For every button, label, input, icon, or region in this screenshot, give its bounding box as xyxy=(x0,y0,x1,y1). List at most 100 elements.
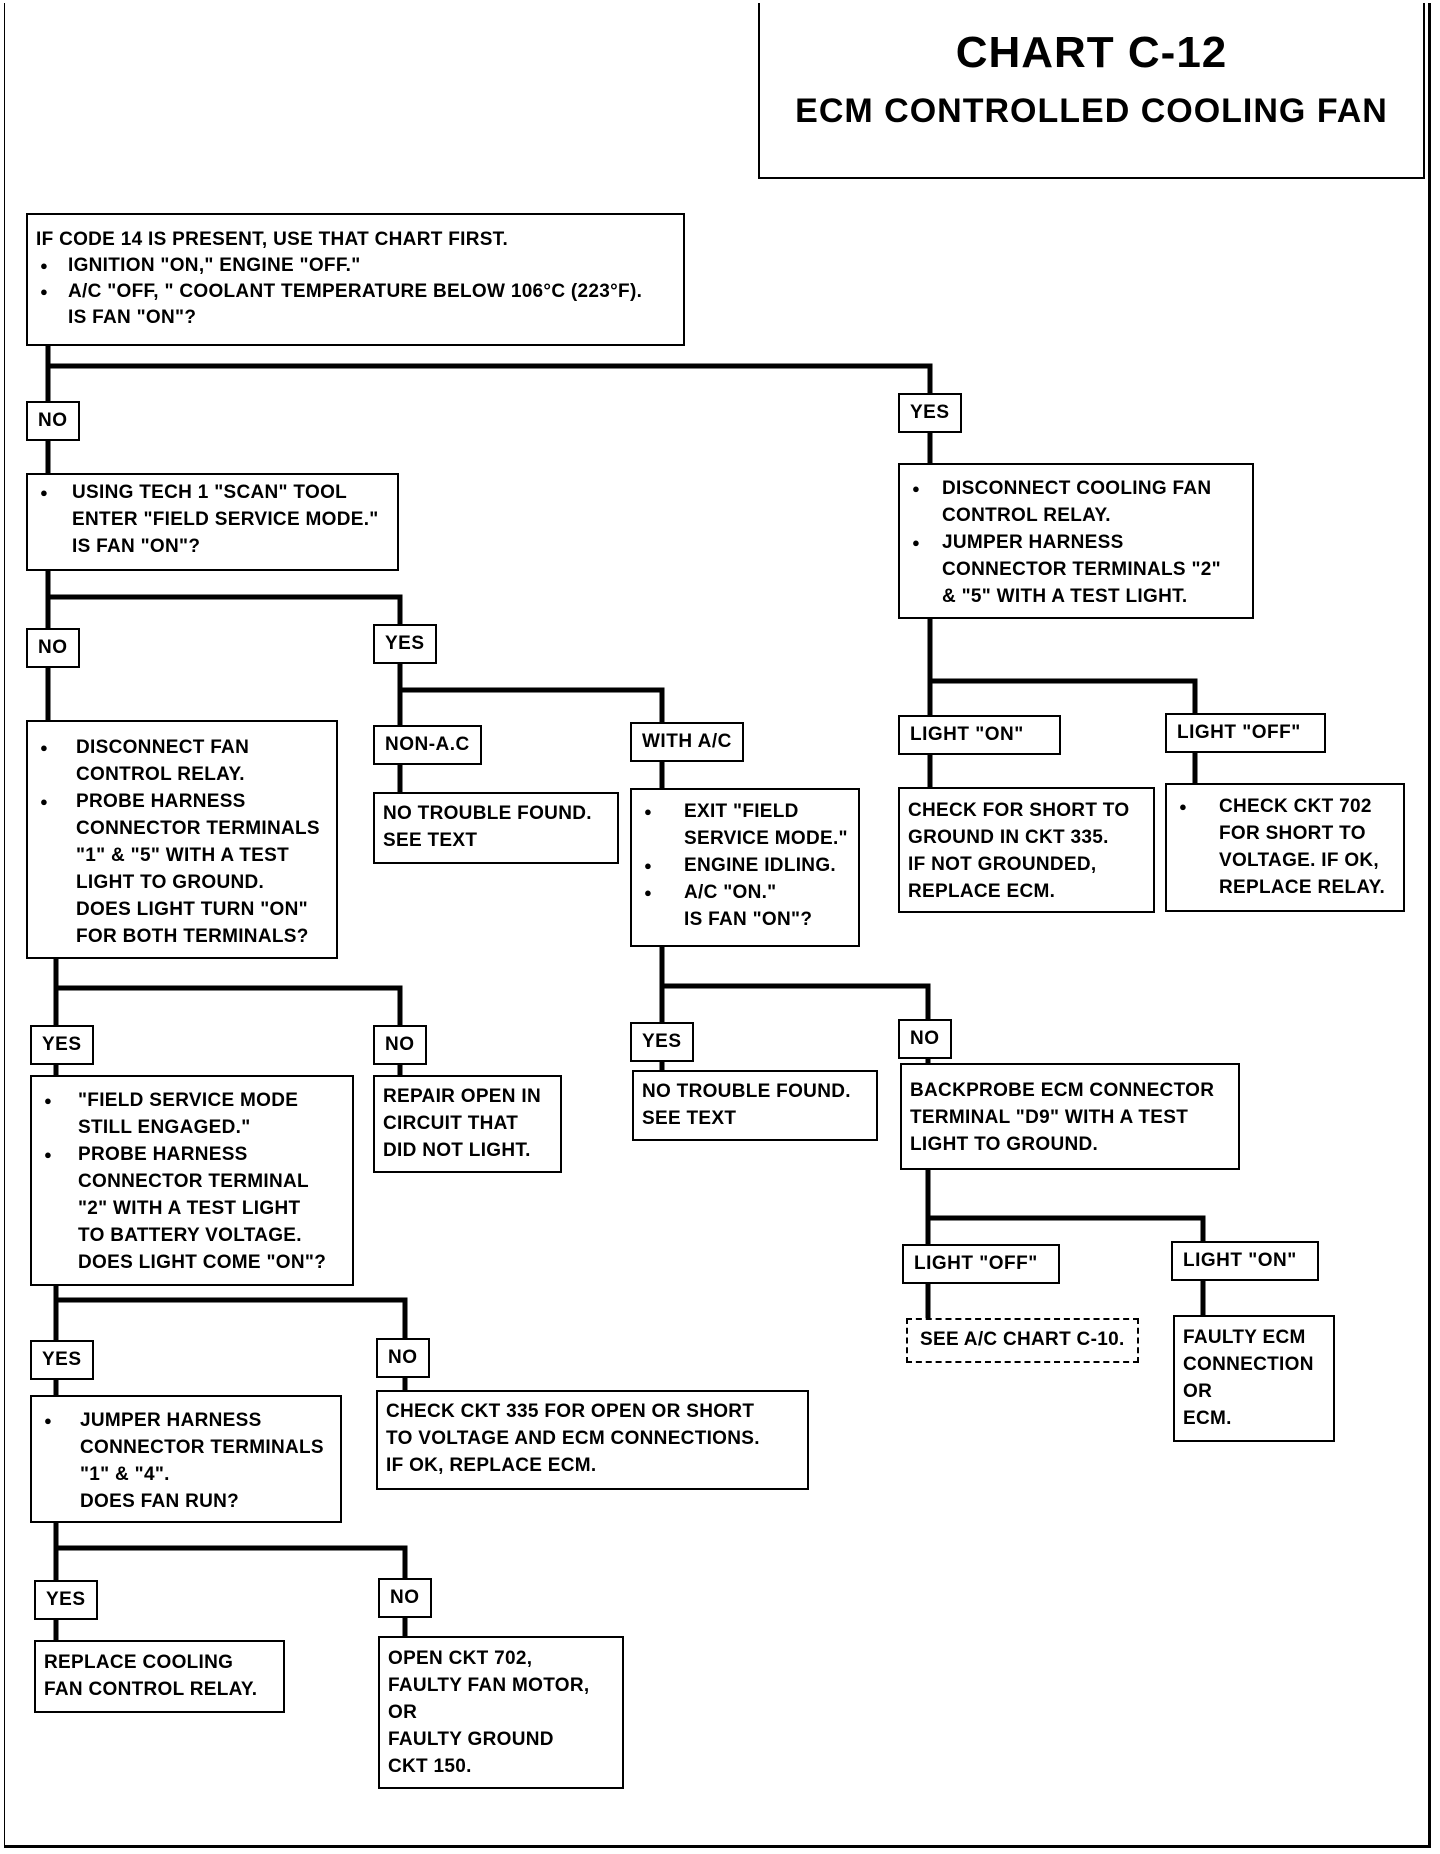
check-short-ckt335-box: CHECK FOR SHORT TO GROUND IN CKT 335. IF… xyxy=(898,787,1155,913)
check335-line: IF OK, REPLACE ECM. xyxy=(386,1455,597,1476)
probe15-line: FOR BOTH TERMINALS? xyxy=(76,926,309,947)
ntf-line: SEE TEXT xyxy=(642,1108,737,1129)
exitfsm-line: SERVICE MODE." xyxy=(684,828,848,849)
probe2-line: "2" WITH A TEST LIGHT xyxy=(78,1198,301,1219)
jumper-line: "1" & "4". xyxy=(80,1464,170,1485)
scan-question: IS FAN "ON"? xyxy=(72,536,201,557)
chart-title-box: CHART C-12 ECM CONTROLLED COOLING FAN xyxy=(758,3,1425,179)
chart-title: CHART C-12 xyxy=(955,28,1228,77)
chart-subtitle: ECM CONTROLLED COOLING FAN xyxy=(795,92,1388,130)
faulty-ecm-line: CONNECTION xyxy=(1183,1354,1314,1375)
probe-terminals-1-5-box: DISCONNECT FAN CONTROL RELAY. PROBE HARN… xyxy=(26,720,338,959)
disconnect-bullet: DISCONNECT COOLING FAN xyxy=(908,475,1244,502)
backprobe-ecm-box: BACKPROBE ECM CONNECTOR TERMINAL "D9" WI… xyxy=(900,1063,1240,1170)
ntf-line: NO TROUBLE FOUND. xyxy=(383,803,592,824)
scan-tool-box: USING TECH 1 "SCAN" TOOL ENTER "FIELD SE… xyxy=(26,473,399,571)
probe15-line: LIGHT TO GROUND. xyxy=(76,872,265,893)
backprobe-line: BACKPROBE ECM CONNECTOR xyxy=(910,1080,1215,1101)
probe15-line: "1" & "5" WITH A TEST xyxy=(76,845,289,866)
ckt702-line: FOR SHORT TO xyxy=(1219,823,1366,844)
short335-line: CHECK FOR SHORT TO xyxy=(908,800,1130,821)
label-light-off: LIGHT "OFF" xyxy=(1165,713,1326,753)
label-yes: YES xyxy=(34,1580,98,1620)
backprobe-line: LIGHT TO GROUND. xyxy=(910,1134,1099,1155)
jumper-bullet: JUMPER HARNESS xyxy=(40,1407,332,1434)
start-question: IS FAN "ON"? xyxy=(68,307,197,328)
jumper-line: CONNECTOR TERMINALS xyxy=(80,1437,324,1458)
label-yes: YES xyxy=(30,1025,94,1065)
check335-line: CHECK CKT 335 FOR OPEN OR SHORT xyxy=(386,1401,755,1422)
short335-line: GROUND IN CKT 335. xyxy=(908,827,1109,848)
label-yes: YES xyxy=(373,624,437,664)
check-ckt335-open-box: CHECK CKT 335 FOR OPEN OR SHORT TO VOLTA… xyxy=(376,1390,809,1490)
label-yes: YES xyxy=(898,393,962,433)
backprobe-line: TERMINAL "D9" WITH A TEST xyxy=(910,1107,1189,1128)
faulty-ecm-box: FAULTY ECM CONNECTION OR ECM. xyxy=(1173,1315,1335,1442)
page-frame xyxy=(4,3,1431,1848)
ckt702-line: REPLACE RELAY. xyxy=(1219,877,1386,898)
disconnect-bullet: JUMPER HARNESS xyxy=(908,529,1244,556)
check-ckt702-box: CHECK CKT 702 FOR SHORT TO VOLTAGE. IF O… xyxy=(1165,783,1405,912)
probe2-line: CONNECTOR TERMINAL xyxy=(78,1171,309,1192)
repair-line: REPAIR OPEN IN xyxy=(383,1086,541,1107)
probe15-line: DOES LIGHT TURN "ON" xyxy=(76,899,308,920)
label-no: NO xyxy=(378,1578,432,1618)
repair-line: CIRCUIT THAT xyxy=(383,1113,519,1134)
start-bullet: IGNITION "ON," ENGINE "OFF." xyxy=(36,253,675,279)
probe-terminal-2-box: "FIELD SERVICE MODE STILL ENGAGED." PROB… xyxy=(30,1075,354,1286)
exit-field-service-box: EXIT "FIELD SERVICE MODE." ENGINE IDLING… xyxy=(630,788,860,947)
open702-line: OPEN CKT 702, xyxy=(388,1648,533,1669)
probe2-line: STILL ENGAGED." xyxy=(78,1117,251,1138)
label-light-on: LIGHT "ON" xyxy=(898,715,1061,755)
replace-relay-line: REPLACE COOLING xyxy=(44,1652,234,1673)
replace-relay-box: REPLACE COOLING FAN CONTROL RELAY. xyxy=(34,1640,285,1713)
ckt702-line: VOLTAGE. IF OK, xyxy=(1219,850,1380,871)
faulty-ecm-line: ECM. xyxy=(1183,1408,1232,1429)
probe2-line: TO BATTERY VOLTAGE. xyxy=(78,1225,302,1246)
start-line: IF CODE 14 IS PRESENT, USE THAT CHART FI… xyxy=(36,229,509,250)
repair-open-box: REPAIR OPEN IN CIRCUIT THAT DID NOT LIGH… xyxy=(373,1075,562,1173)
probe15-bullet: DISCONNECT FAN xyxy=(36,734,328,761)
ntf-line: SEE TEXT xyxy=(383,830,478,851)
disconnect-relay-box: DISCONNECT COOLING FAN CONTROL RELAY. JU… xyxy=(898,463,1254,619)
label-light-off: LIGHT "OFF" xyxy=(902,1244,1060,1284)
exitfsm-bullet: A/C "ON." xyxy=(640,879,850,906)
open702-line: OR xyxy=(388,1702,418,1723)
label-yes: YES xyxy=(30,1340,94,1380)
faulty-ecm-line: OR xyxy=(1183,1381,1213,1402)
check335-line: TO VOLTAGE AND ECM CONNECTIONS. xyxy=(386,1428,760,1449)
open-ckt702-box: OPEN CKT 702, FAULTY FAN MOTOR, OR FAULT… xyxy=(378,1636,624,1789)
probe2-line: DOES LIGHT COME "ON"? xyxy=(78,1252,327,1273)
short335-line: REPLACE ECM. xyxy=(908,881,1056,902)
exitfsm-bullet: ENGINE IDLING. xyxy=(640,852,850,879)
exitfsm-bullet: EXIT "FIELD xyxy=(640,798,850,825)
start-box: IF CODE 14 IS PRESENT, USE THAT CHART FI… xyxy=(26,213,685,346)
disconnect-line: & "5" WITH A TEST LIGHT. xyxy=(942,586,1188,607)
replace-relay-line: FAN CONTROL RELAY. xyxy=(44,1679,258,1700)
label-with-ac: WITH A/C xyxy=(630,722,744,762)
label-light-on: LIGHT "ON" xyxy=(1171,1241,1319,1281)
probe2-bullet: PROBE HARNESS xyxy=(40,1141,344,1168)
jumper-terminals-1-4-box: JUMPER HARNESS CONNECTOR TERMINALS "1" &… xyxy=(30,1395,342,1523)
probe15-line: CONTROL RELAY. xyxy=(76,764,245,785)
scan-line: ENTER "FIELD SERVICE MODE." xyxy=(72,509,379,530)
ntf-line: NO TROUBLE FOUND. xyxy=(642,1081,851,1102)
open702-line: FAULTY GROUND xyxy=(388,1729,554,1750)
exitfsm-question: IS FAN "ON"? xyxy=(684,909,813,930)
disconnect-line: CONTROL RELAY. xyxy=(942,505,1111,526)
probe2-bullet: "FIELD SERVICE MODE xyxy=(40,1087,344,1114)
label-no: NO xyxy=(26,401,80,441)
short335-line: IF NOT GROUNDED, xyxy=(908,854,1097,875)
open702-line: CKT 150. xyxy=(388,1756,472,1777)
see-ac-chart-box: SEE A/C CHART C-10. xyxy=(906,1318,1139,1363)
repair-line: DID NOT LIGHT. xyxy=(383,1140,531,1161)
label-no: NO xyxy=(373,1025,427,1065)
no-trouble-found-box: NO TROUBLE FOUND. SEE TEXT xyxy=(632,1070,878,1141)
see-ac-text: SEE A/C CHART C-10. xyxy=(920,1329,1125,1350)
open702-line: FAULTY FAN MOTOR, xyxy=(388,1675,590,1696)
label-no: NO xyxy=(898,1019,952,1059)
label-no: NO xyxy=(376,1338,430,1378)
disconnect-line: CONNECTOR TERMINALS "2" xyxy=(942,559,1221,580)
probe15-bullet: PROBE HARNESS xyxy=(36,788,328,815)
label-yes: YES xyxy=(630,1022,694,1062)
